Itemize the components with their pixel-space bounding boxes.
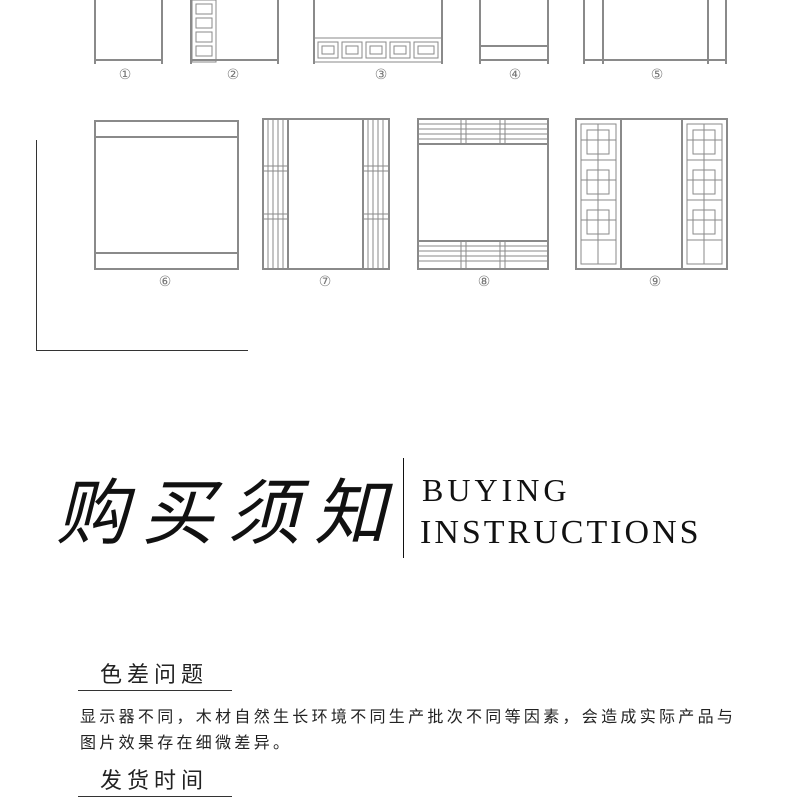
style-number-7: ⑦	[318, 274, 332, 290]
color-difference-heading: 色差问题	[100, 663, 209, 688]
bed-style-4	[479, 0, 549, 64]
shipping-time-heading: 发货时间	[100, 769, 209, 794]
style-number-6: ⑥	[158, 274, 172, 290]
corner-bracket-vertical	[36, 140, 37, 350]
section-title-english-line1: BUYING	[422, 472, 571, 508]
bed-style-3	[313, 0, 443, 64]
style-number-8: ⑧	[477, 274, 491, 290]
color-difference-heading-underline	[78, 690, 232, 691]
bed-style-9	[575, 118, 728, 270]
bed-style-7	[262, 118, 390, 270]
bed-frame-styles-illustration	[94, 0, 728, 270]
corner-bracket-horizontal	[36, 350, 248, 351]
bed-style-5	[583, 0, 727, 64]
style-number-4: ④	[508, 67, 522, 83]
bed-style-8	[417, 118, 549, 270]
bed-style-1	[94, 0, 163, 64]
style-number-1: ①	[118, 67, 132, 83]
title-divider	[403, 458, 404, 558]
color-difference-text: 显示器不同，木材自然生长环境不同生产批次不同等因素，会造成实际产品与图片效果存在…	[80, 707, 737, 752]
section-title-english-line2: INSTRUCTIONS	[420, 514, 702, 551]
shipping-time-heading-underline	[78, 796, 232, 797]
bed-style-6	[94, 120, 239, 270]
bed-style-2	[190, 0, 279, 64]
section-title-chinese: 购买须知	[56, 471, 401, 555]
style-number-5: ⑤	[650, 67, 664, 83]
style-number-9: ⑨	[648, 274, 662, 290]
style-number-2: ②	[226, 67, 240, 83]
style-number-3: ③	[374, 67, 388, 83]
